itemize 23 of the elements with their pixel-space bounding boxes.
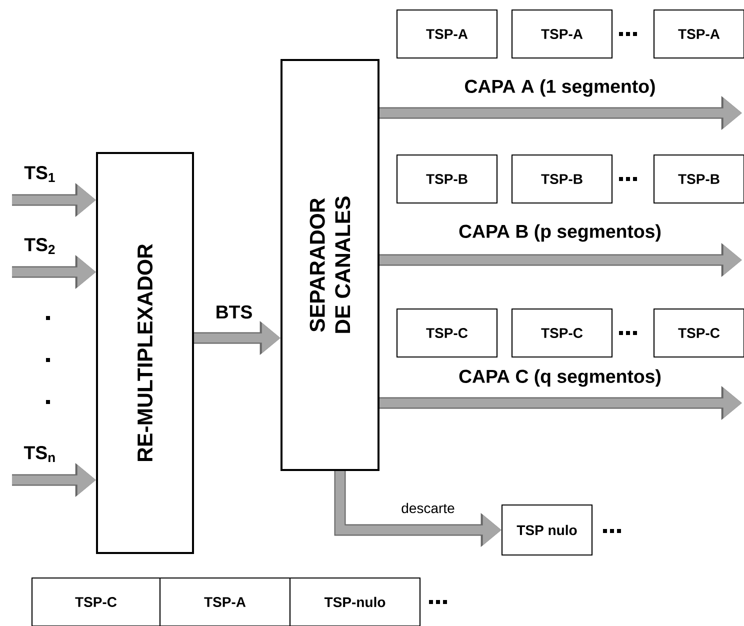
packet-box: TSP-C (511, 308, 613, 358)
packet-box: TSP-C (396, 308, 498, 358)
packet-box: TSP-C (31, 577, 161, 626)
edge-label: CAPA A (1 segmento) (465, 79, 655, 97)
multiplexer-box: RE-MULTIPLEXADOR (96, 152, 194, 554)
packet-box: TSP-A (159, 577, 291, 626)
edge-label: CAPA C (q segmentos) (459, 369, 661, 387)
edge-label: TS$_{n}$ (24, 446, 55, 462)
packet-box: TSP-B (511, 154, 613, 204)
packet-box: TSP-A (396, 9, 498, 59)
edge-label: TS$_{2}$ (24, 238, 55, 254)
edge-label: TS$_{1}$ (24, 166, 55, 182)
packet-box: TSP-C (653, 308, 744, 358)
packet-box: TSP-A (511, 9, 613, 59)
packet-box: TSP-B (396, 154, 498, 204)
packet-box: TSP nulo (501, 504, 593, 556)
edge-label: CAPA B (p segmentos) (459, 224, 661, 242)
packet-box: TSP-A (653, 9, 744, 59)
packet-box: TSP-nulo (289, 577, 421, 626)
packet-box: TSP-B (653, 154, 744, 204)
separator-box: SEPARADOR DE CANALES (280, 59, 380, 471)
edge-label: descarte (402, 502, 454, 514)
edge-label: BTS (216, 305, 252, 319)
